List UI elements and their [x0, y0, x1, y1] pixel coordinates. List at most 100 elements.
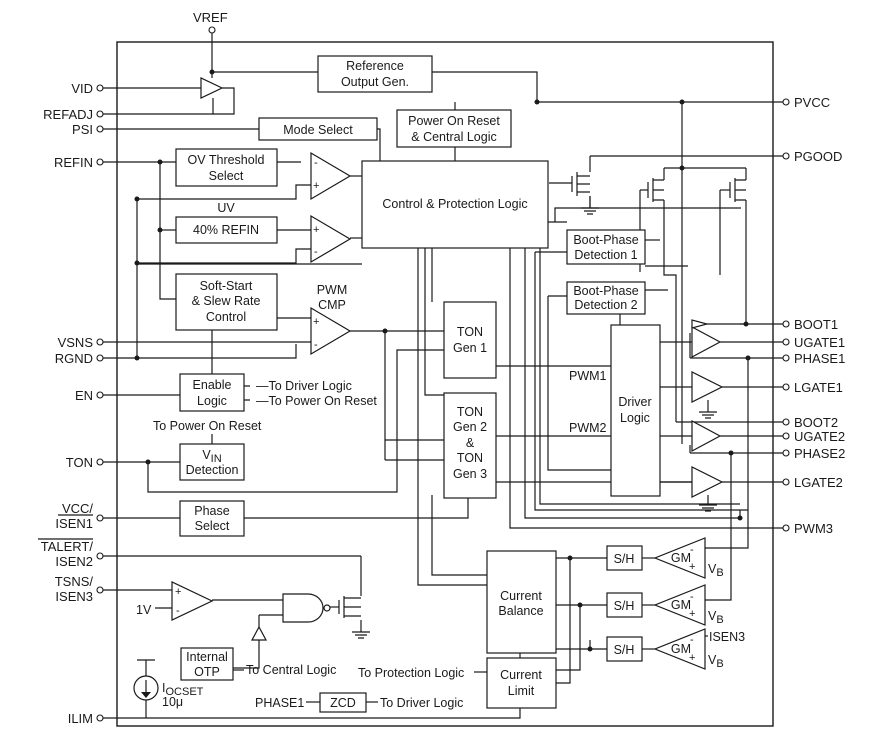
- power-on-reset-block: Power On Reset & Central Logic: [396, 109, 512, 148]
- gm-amp-2: [653, 584, 706, 626]
- sh3-label: S/H: [614, 643, 635, 657]
- sh1-label: S/H: [614, 552, 635, 566]
- nand-gate: [282, 593, 324, 623]
- vin-detection: VIN Detection: [179, 443, 245, 481]
- pin-pvcc: PVCC: [794, 95, 830, 110]
- ton-gen-1: TON Gen 1: [443, 301, 497, 379]
- tsns-minus: -: [176, 605, 180, 617]
- ugate-mosfet-2: [729, 178, 746, 202]
- boot1-buffer: [691, 319, 710, 329]
- gm1-plus: +: [689, 561, 695, 573]
- bpd1-label-1: Boot-Phase: [573, 233, 638, 247]
- por-label-2: & Central Logic: [411, 130, 496, 144]
- zcd-label: ZCD: [330, 696, 356, 710]
- bpd1-label-2: Detection 1: [574, 248, 637, 262]
- pin-lgate2: LGATE2: [794, 475, 843, 490]
- gm3-minus: -: [690, 634, 694, 646]
- gm3-label: GM: [671, 642, 691, 656]
- enable-label-1: Enable: [193, 378, 232, 392]
- driver-label-2: Logic: [620, 411, 650, 425]
- left-pin-labels: VREF VID REFADJ PSI REFIN VSNS RGND EN T…: [41, 10, 228, 726]
- pin-tsns: TSNS/: [55, 574, 94, 589]
- gm3-plus: +: [689, 652, 695, 664]
- driver-label-1: Driver: [618, 395, 651, 409]
- pgood-mosfet: [571, 172, 590, 196]
- gm1-minus: -: [690, 544, 694, 556]
- cb-label-1: Current: [500, 589, 542, 603]
- wires: [103, 33, 783, 719]
- pin-vid: VID: [71, 81, 93, 96]
- ground-symbols: [352, 196, 717, 639]
- boot-phase-detection-1: Boot-Phase Detection 1: [566, 229, 646, 265]
- pwm1-label: PWM1: [569, 369, 607, 383]
- ton-gen-2-3: TON Gen 2 & TON Gen 3: [443, 392, 497, 499]
- pwm-plus: +: [313, 316, 319, 328]
- por-label-1: Power On Reset: [408, 114, 500, 128]
- pin-boot2: BOOT2: [794, 415, 838, 430]
- phase1-input-label: PHASE1: [255, 696, 304, 710]
- enable-label-2: Logic: [197, 394, 227, 408]
- cl-label-2: Limit: [508, 684, 535, 698]
- comparator-signs: - + + - + - + - - + - + - +: [175, 157, 695, 664]
- cb-label-2: Balance: [498, 604, 543, 618]
- pin-ugate2: UGATE2: [794, 429, 845, 444]
- ov-label-2: Select: [209, 169, 244, 183]
- otp-label-2: OTP: [194, 665, 220, 679]
- tsns-comparator: [171, 581, 214, 621]
- enable-logic: Enable Logic: [179, 373, 245, 412]
- tsns-plus: +: [175, 586, 181, 598]
- pwm-cmp-label-1: PWM: [317, 283, 348, 297]
- ton23-label-4: TON: [457, 451, 483, 465]
- uv-refin-block: 40% REFIN: [175, 216, 278, 244]
- soft-label-2: & Slew Rate: [192, 294, 261, 308]
- pin-ilim: ILIM: [68, 711, 93, 726]
- pin-boot1: BOOT1: [794, 317, 838, 332]
- pin-isen2: ISEN2: [55, 554, 93, 569]
- gm2-minus: -: [690, 591, 694, 603]
- zcd-block: ZCD: [319, 692, 367, 713]
- reference-label: Reference: [346, 59, 404, 73]
- pin-phase2: PHASE2: [794, 446, 845, 461]
- ov-threshold-block: OV Threshold Select: [175, 148, 278, 187]
- pin-vref: VREF: [193, 10, 228, 25]
- soft-start-block: Soft-Start & Slew Rate Control: [175, 273, 278, 331]
- cl-label-1: Current: [500, 668, 542, 682]
- bpd2-label-2: Detection 2: [574, 298, 637, 312]
- cpl-label: Control & Protection Logic: [382, 197, 527, 211]
- chip-outline: [116, 41, 774, 727]
- one-volt-label: 1V: [136, 603, 152, 617]
- otp-label-1: Internal: [186, 650, 228, 664]
- sh-block-1: S/H: [606, 545, 643, 571]
- uv-comparator: [310, 214, 352, 264]
- pin-isen3: ISEN3: [55, 589, 93, 604]
- uv-plus: +: [313, 224, 319, 236]
- uv-label: UV: [217, 201, 235, 215]
- ton23-label-5: Gen 3: [453, 467, 487, 481]
- pin-pwm3: PWM3: [794, 521, 833, 536]
- soft-label-3: Control: [206, 310, 246, 324]
- sh-block-2: S/H: [606, 592, 643, 618]
- pin-en: EN: [75, 388, 93, 403]
- gm-amp-3: [653, 628, 706, 670]
- ton23-label-3: &: [466, 436, 475, 450]
- pin-vsns: VSNS: [58, 335, 94, 350]
- ton1-label-1: TON: [457, 325, 483, 339]
- isen3-input-label: ISEN3: [709, 630, 745, 644]
- junction-dots: [134, 69, 751, 652]
- vin-label: VIN: [202, 448, 221, 465]
- right-pin-labels: PVCC PGOOD BOOT1 UGATE1 PHASE1 LGATE1 BO…: [794, 95, 845, 536]
- to-power-on-reset-vin: To Power On Reset: [153, 419, 262, 433]
- driver-logic: Driver Logic: [610, 324, 661, 497]
- reference-output-gen: Reference Output Gen.: [317, 55, 433, 93]
- gm2-plus: +: [689, 608, 695, 620]
- pin-refin: REFIN: [54, 155, 93, 170]
- pin-lgate1: LGATE1: [794, 380, 843, 395]
- current-balance: Current Balance: [486, 550, 557, 654]
- pin-isen1: ISEN1: [55, 516, 93, 531]
- pin-ugate1: UGATE1: [794, 335, 845, 350]
- pin-talert: TALERT/: [41, 539, 94, 554]
- to-protection-logic-label: To Protection Logic: [358, 666, 464, 680]
- otp-buffer: [250, 625, 268, 641]
- ton23-label-1: TON: [457, 405, 483, 419]
